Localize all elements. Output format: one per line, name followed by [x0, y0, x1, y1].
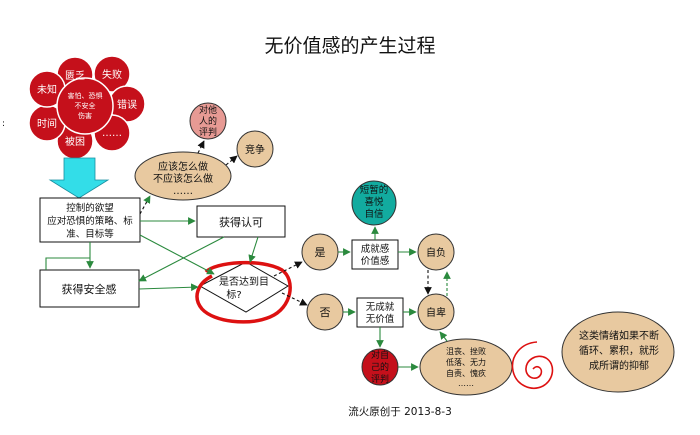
- arrow-desire-diamond: [139, 234, 215, 275]
- desire-line2: 应对恐惧的策略、标: [47, 215, 133, 227]
- dashed-arrows: [139, 140, 432, 306]
- arrow-return-desire: [45, 257, 90, 270]
- self-eval-line2: 己的: [371, 361, 389, 373]
- yes-label: 是: [315, 246, 326, 259]
- short-joy-line2: 喜悦: [364, 196, 384, 208]
- compete-label: 竞争: [245, 143, 265, 156]
- green-arrows: [45, 217, 451, 371]
- self-eval-line3: 评判: [371, 373, 389, 385]
- others-eval-line1: 对他: [199, 104, 217, 116]
- arrow-approval-security: [138, 236, 225, 282]
- short-joy-line1: 短暂的: [360, 184, 389, 196]
- margin-mark: :: [2, 119, 5, 129]
- depression-line1: 这类情绪如果不断: [579, 329, 659, 342]
- arrow-desire-should: [139, 195, 151, 215]
- arrow-diamond-no: [281, 292, 308, 306]
- should-line3: ……: [173, 186, 193, 197]
- red-spiral: [511, 341, 554, 389]
- security-label: 获得安全感: [62, 282, 117, 296]
- center-label-line1: 害怕、恐惧: [68, 91, 103, 100]
- others-eval-line3: 评判: [199, 126, 217, 138]
- achievement-line1: 成就感: [361, 243, 390, 255]
- red-annotation-loop: [195, 260, 292, 324]
- arrow-should-others: [197, 140, 205, 154]
- others-eval-circle: [189, 102, 227, 140]
- conceit-label: 自负: [426, 246, 446, 259]
- no-achievement-box: [356, 297, 404, 328]
- diagram-title: 无价值感的产生过程: [264, 35, 435, 57]
- no-label: 否: [320, 306, 331, 319]
- reached-line1: 是否达到目: [219, 276, 269, 288]
- depression-note-ellipse: [561, 311, 675, 393]
- approval-label: 获得认可: [219, 216, 263, 229]
- footer-credit: 流火原创于 2013-8-3: [348, 405, 452, 418]
- arrow-approval-diamond: [248, 236, 259, 263]
- short-joy-line3: 自信: [364, 208, 383, 220]
- emotions-line2: 低落、无力: [446, 357, 486, 367]
- short-joy-circle: [351, 180, 397, 226]
- petal-label-failure: 失败: [102, 68, 122, 81]
- others-eval-line2: 人的: [199, 115, 217, 127]
- petal-label-unknown: 未知: [37, 83, 57, 96]
- security-box: [39, 269, 140, 308]
- petal-label-trapped: 被困: [65, 135, 85, 148]
- arrow-emotions-inferior: [439, 331, 448, 342]
- achievement-line2: 价值感: [361, 255, 390, 267]
- cluster-center: [56, 77, 114, 135]
- emotions-line1: 沮丧、挫败: [446, 346, 486, 356]
- desire-box: [39, 197, 141, 243]
- desire-line3: 准、目标等: [66, 228, 114, 240]
- approval-box: [196, 205, 286, 238]
- center-label-line2: 不安全: [75, 101, 96, 110]
- inferior-circle: [417, 293, 455, 331]
- petal-label-scarcity: 匮乏: [65, 70, 85, 82]
- emotions-line4: ……: [458, 379, 474, 388]
- depression-line3: 成所谓的抑郁: [589, 359, 649, 372]
- inferior-label: 自卑: [426, 306, 446, 319]
- fear-cluster: 匮乏 失败 错误 …… 被困 时间 未知 害怕、恐惧 不安全 伤害: [28, 55, 146, 160]
- desire-line1: 控制的欲望: [66, 202, 114, 214]
- arrow-security-diamond: [138, 283, 199, 292]
- achievement-box: [351, 239, 399, 270]
- reached-line2: 标?: [226, 289, 241, 301]
- compete-circle: [236, 130, 274, 168]
- arrow-should-compete: [225, 155, 238, 166]
- should-line1: 应该怎么做: [158, 160, 208, 173]
- should-ellipse: [134, 151, 232, 201]
- depression-line2: 循环、累积，就形: [579, 344, 659, 357]
- big-down-arrow: [48, 157, 110, 199]
- petal-label-time: 时间: [37, 117, 57, 130]
- reached-diamond: [198, 261, 289, 313]
- no-achievement-line1: 无成就: [366, 301, 395, 313]
- petal-label-error: 错误: [117, 98, 137, 111]
- emotions-line3: 自责、愧疚: [446, 368, 486, 378]
- self-eval-line1: 对自: [371, 349, 389, 361]
- no-achievement-line2: 无价值: [366, 313, 395, 325]
- should-line2: 不应该怎么做: [153, 172, 213, 185]
- conceit-circle: [417, 233, 455, 271]
- petal-failure: [93, 55, 131, 93]
- petal-label-ellipsis: ……: [102, 128, 122, 139]
- center-label-line3: 伤害: [78, 111, 92, 120]
